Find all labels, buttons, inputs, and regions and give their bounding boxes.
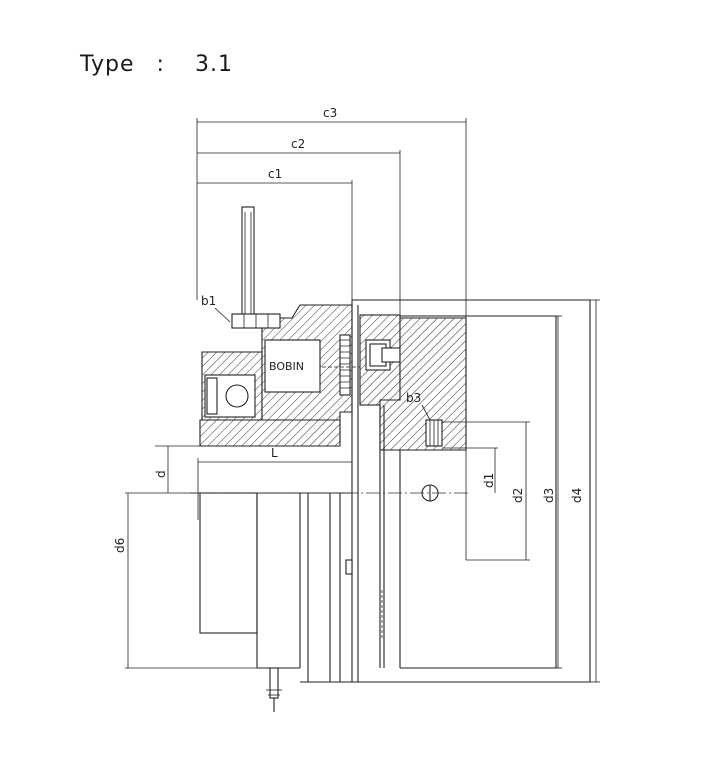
lever-arm [241, 206, 255, 323]
drawing-title: Type : 3.1 [80, 52, 233, 77]
dimension-c1: c1 [197, 167, 353, 300]
dimension-d1: d1 [442, 447, 498, 493]
dimension-d4: d4 [570, 299, 600, 683]
label-d: d [154, 470, 168, 478]
dimension-c2: c2 [197, 137, 401, 318]
armature-assembly [359, 314, 467, 451]
shaft-key [421, 484, 439, 502]
label-c3: c3 [323, 106, 337, 120]
dimension-L: L [197, 446, 352, 520]
type-value: 3.1 [194, 52, 233, 77]
type-label: Type [80, 52, 135, 77]
dimension-d6: d6 [113, 492, 257, 669]
housing-body: BOBIN [199, 304, 360, 447]
label-c2: c2 [291, 137, 305, 151]
label-d3: d3 [542, 488, 556, 503]
dimension-d2: d2 [442, 421, 530, 561]
callout-b1: b1 [201, 294, 231, 323]
bobin-label: BOBIN [269, 360, 304, 373]
label-b1: b1 [201, 294, 216, 308]
shaft-body [199, 492, 352, 712]
dimension-d3: d3 [542, 315, 562, 669]
type-separator: : [156, 52, 165, 77]
callout-b3: b3 [406, 391, 431, 421]
label-d1: d1 [482, 473, 496, 488]
label-b3: b3 [406, 391, 421, 405]
label-L: L [271, 446, 278, 460]
label-d6: d6 [113, 538, 127, 553]
dimension-d: d [154, 445, 200, 493]
outer-flange [340, 299, 591, 683]
label-d2: d2 [511, 488, 525, 503]
label-c1: c1 [268, 167, 282, 181]
label-d4: d4 [570, 488, 584, 503]
